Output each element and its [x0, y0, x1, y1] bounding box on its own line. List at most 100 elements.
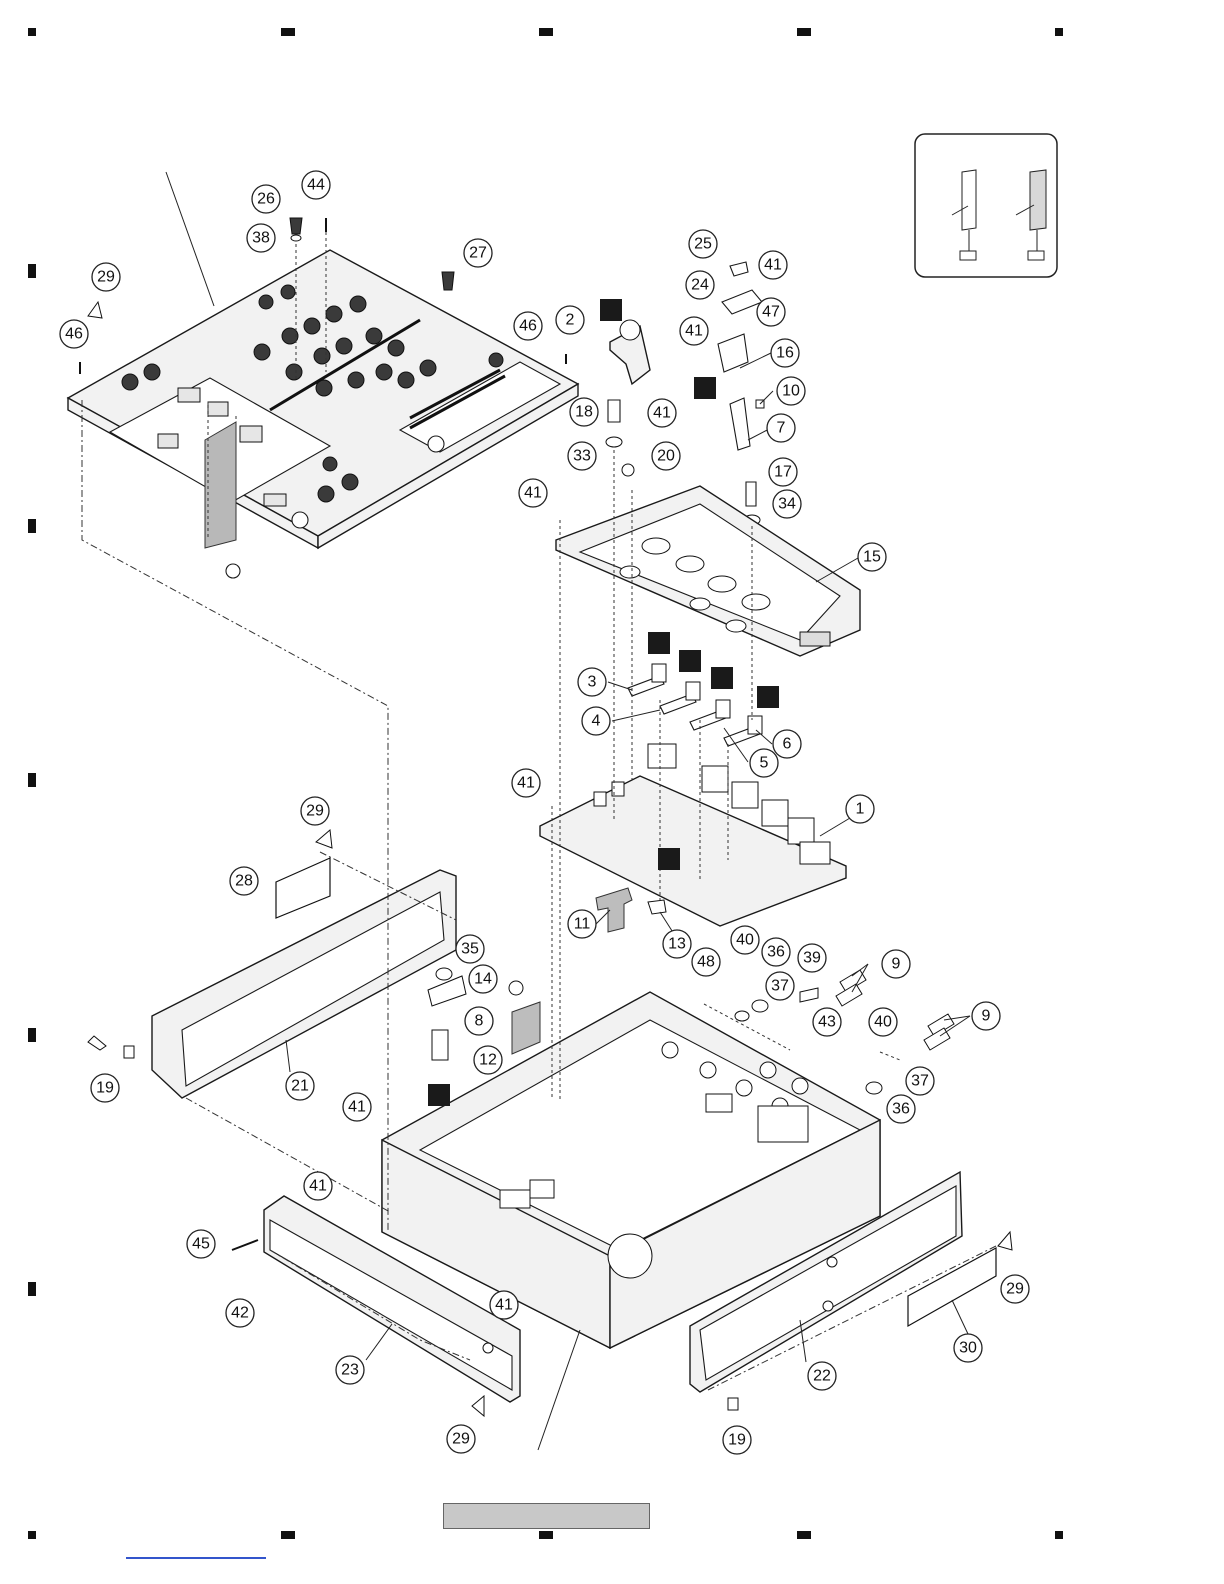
- callout-1: 1: [846, 795, 874, 823]
- control-panel-assembly: [68, 250, 578, 578]
- callout-2-label: 2: [566, 312, 575, 329]
- callout-22-label: 22: [813, 1368, 831, 1385]
- callout-13-label: 13: [668, 936, 686, 953]
- callout-15: 15: [858, 543, 886, 571]
- callout-25: 25: [689, 230, 717, 258]
- callout-24-label: 24: [691, 277, 709, 294]
- callout-42-label: 42: [231, 1305, 249, 1322]
- callout-19b-label: 19: [728, 1432, 746, 1449]
- callout-36b: 36: [887, 1095, 915, 1123]
- callout-48-label: 48: [697, 954, 715, 971]
- callout-46b-label: 46: [519, 318, 537, 335]
- callout-4-label: 4: [592, 713, 601, 730]
- callout-5: 5: [750, 749, 778, 777]
- callout-6-label: 6: [783, 736, 792, 753]
- callout-39: 39: [798, 944, 826, 972]
- callout-10-label: 10: [782, 383, 800, 400]
- callout-34-label: 34: [778, 496, 796, 513]
- callout-1-label: 1: [856, 801, 865, 818]
- callout-26-label: 26: [257, 191, 275, 208]
- callout-44: 44: [302, 171, 330, 199]
- callout-46a-label: 46: [65, 326, 83, 343]
- callout-28: 28: [230, 867, 258, 895]
- callout-27-label: 27: [469, 245, 487, 262]
- callout-41g-label: 41: [309, 1178, 327, 1195]
- callout-20-label: 20: [657, 448, 675, 465]
- callout-29d: 29: [447, 1425, 475, 1453]
- callout-36b-label: 36: [892, 1101, 910, 1118]
- callout-19a-label: 19: [96, 1080, 114, 1097]
- callout-17-label: 17: [774, 464, 792, 481]
- callout-15-label: 15: [863, 549, 881, 566]
- callout-38-label: 38: [252, 230, 270, 247]
- callout-19a: 19: [91, 1074, 119, 1102]
- callout-8-label: 8: [475, 1013, 484, 1030]
- callout-45: 45: [187, 1230, 215, 1258]
- callout-23: 23: [336, 1356, 364, 1384]
- callout-34: 34: [773, 490, 801, 518]
- callout-33: 33: [568, 442, 596, 470]
- callout-12-label: 12: [479, 1052, 497, 1069]
- callout-40b: 40: [869, 1008, 897, 1036]
- callout-9b: 9: [972, 1002, 1000, 1030]
- callout-17: 17: [769, 458, 797, 486]
- callout-41c: 41: [648, 399, 676, 427]
- callout-35-label: 35: [461, 941, 479, 958]
- callout-16-label: 16: [776, 345, 794, 362]
- callout-29b-label: 29: [306, 803, 324, 820]
- callout-44-label: 44: [307, 177, 325, 194]
- callout-39-label: 39: [803, 950, 821, 967]
- callout-38: 38: [247, 224, 275, 252]
- callout-43: 43: [813, 1008, 841, 1036]
- callout-43-label: 43: [818, 1014, 836, 1031]
- callout-9a: 9: [882, 950, 910, 978]
- callout-29c-label: 29: [1006, 1281, 1024, 1298]
- callout-29c: 29: [1001, 1275, 1029, 1303]
- callout-11-label: 11: [574, 916, 591, 933]
- left-side-panel: [88, 830, 456, 1098]
- callout-14: 14: [469, 965, 497, 993]
- callout-7-label: 7: [777, 420, 786, 437]
- callout-37a-label: 37: [771, 978, 789, 995]
- callout-41a: 41: [759, 251, 787, 279]
- pot-boards: [628, 664, 762, 746]
- callout-23-label: 23: [341, 1362, 359, 1379]
- callout-46a: 46: [60, 320, 88, 348]
- callout-21: 21: [286, 1072, 314, 1100]
- callout-41d: 41: [519, 479, 547, 507]
- callout-41b-label: 41: [685, 323, 703, 340]
- callout-29b: 29: [301, 797, 329, 825]
- callout-42: 42: [226, 1299, 254, 1327]
- callout-18-label: 18: [575, 404, 593, 421]
- callout-8: 8: [465, 1007, 493, 1035]
- callout-41e: 41: [512, 769, 540, 797]
- footer-bar: [443, 1503, 650, 1529]
- callout-29d-label: 29: [452, 1431, 470, 1448]
- callout-29a: 29: [92, 263, 120, 291]
- callout-25-label: 25: [694, 236, 712, 253]
- callout-41c-label: 41: [653, 405, 671, 422]
- shield-plate: [556, 486, 860, 656]
- callout-3: 3: [578, 668, 606, 696]
- footer-link-underline[interactable]: [126, 1557, 266, 1559]
- callout-41f-label: 41: [348, 1099, 366, 1116]
- callout-40a-label: 40: [736, 932, 754, 949]
- callout-37b-label: 37: [911, 1073, 929, 1090]
- callout-40b-label: 40: [874, 1014, 892, 1031]
- detail-inset: [915, 134, 1057, 277]
- callout-20: 20: [652, 442, 680, 470]
- callout-12: 12: [474, 1046, 502, 1074]
- callout-9a-label: 9: [892, 956, 901, 973]
- callout-10: 10: [777, 377, 805, 405]
- callout-36a-label: 36: [767, 944, 785, 961]
- callout-48: 48: [692, 948, 720, 976]
- callout-40a: 40: [731, 926, 759, 954]
- callout-3-label: 3: [588, 674, 597, 691]
- bracket-parts: [606, 262, 764, 525]
- callout-41d-label: 41: [524, 485, 542, 502]
- callout-41h-label: 41: [495, 1297, 513, 1314]
- callout-37b: 37: [906, 1067, 934, 1095]
- main-pcb: [540, 744, 846, 926]
- callout-46b: 46: [514, 312, 542, 340]
